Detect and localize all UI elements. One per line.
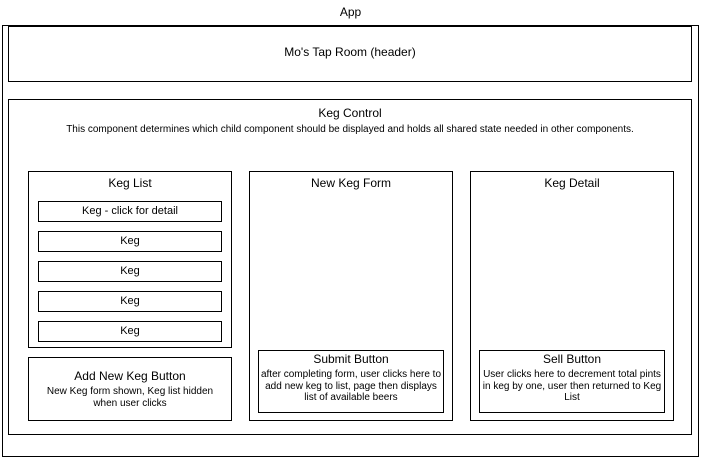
submit-button-description: after completing form, user clicks here …	[260, 369, 442, 403]
header-title: Mo's Tap Room (header)	[284, 45, 416, 59]
sell-button[interactable]	[479, 350, 665, 413]
list-item-label: Keg	[120, 235, 140, 247]
list-item-label: Keg	[120, 265, 140, 277]
list-item[interactable]	[38, 231, 222, 252]
keg-control-description: This component determines which child co…	[66, 124, 634, 135]
list-item[interactable]	[38, 321, 222, 342]
keg-detail-title: Keg Detail	[544, 176, 600, 190]
keg-control-title: Keg Control	[318, 106, 382, 120]
list-item-label: Keg	[120, 325, 140, 337]
add-new-keg-button[interactable]	[28, 357, 232, 421]
header-box	[8, 26, 692, 82]
keg-list-title: Keg List	[108, 176, 152, 190]
list-item[interactable]	[38, 291, 222, 312]
list-item-label: Keg - click for detail	[82, 205, 178, 217]
app-title: App	[339, 5, 362, 19]
new-keg-form-title: New Keg Form	[310, 176, 392, 190]
submit-button-title: Submit Button	[313, 352, 389, 366]
sell-button-description: User clicks here to decrement total pint…	[482, 369, 662, 403]
add-new-keg-button-title: Add New Keg Button	[74, 369, 186, 383]
list-item[interactable]	[38, 261, 222, 282]
keg-list-panel	[28, 171, 232, 348]
list-item-label: Keg	[120, 295, 140, 307]
add-new-keg-button-description: New Keg form shown, Keg list hidden when…	[46, 386, 214, 409]
sell-button-title: Sell Button	[542, 352, 602, 366]
list-item[interactable]	[38, 201, 222, 222]
submit-button[interactable]	[258, 350, 444, 413]
